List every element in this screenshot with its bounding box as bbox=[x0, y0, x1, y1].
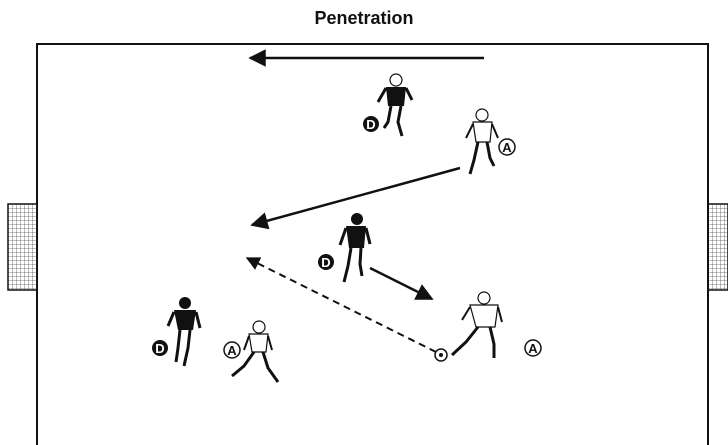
player-attacker-3 bbox=[231, 320, 280, 383]
defender-label-badge: D bbox=[318, 254, 334, 270]
right-goal bbox=[707, 203, 728, 291]
ball-icon bbox=[434, 348, 448, 362]
defender-label: D bbox=[366, 117, 375, 132]
attacker-label-badge: A bbox=[524, 339, 542, 357]
defender-label: D bbox=[155, 341, 164, 356]
attacker-label-badge: A bbox=[223, 341, 241, 359]
field-boundary bbox=[36, 43, 709, 445]
player-defender-1 bbox=[376, 73, 414, 137]
player-defender-2 bbox=[338, 213, 372, 283]
attacker-label: A bbox=[227, 343, 237, 358]
player-attacker-2 bbox=[450, 291, 503, 358]
defender-label-badge: D bbox=[363, 116, 379, 132]
defender-label: D bbox=[321, 255, 330, 270]
player-attacker-1 bbox=[465, 108, 499, 175]
defender-label-badge: D bbox=[152, 340, 168, 356]
attacker-label: A bbox=[528, 341, 538, 356]
player-defender-3 bbox=[166, 297, 202, 367]
attacker-label-badge: A bbox=[498, 138, 516, 156]
diagram-title: Penetration bbox=[314, 8, 414, 28]
left-goal bbox=[7, 203, 38, 291]
pass-path-dashed bbox=[245, 257, 437, 353]
defender-move-arrow bbox=[369, 266, 434, 301]
attacker-run-arrow bbox=[250, 166, 461, 230]
attacker-label: A bbox=[502, 140, 512, 155]
